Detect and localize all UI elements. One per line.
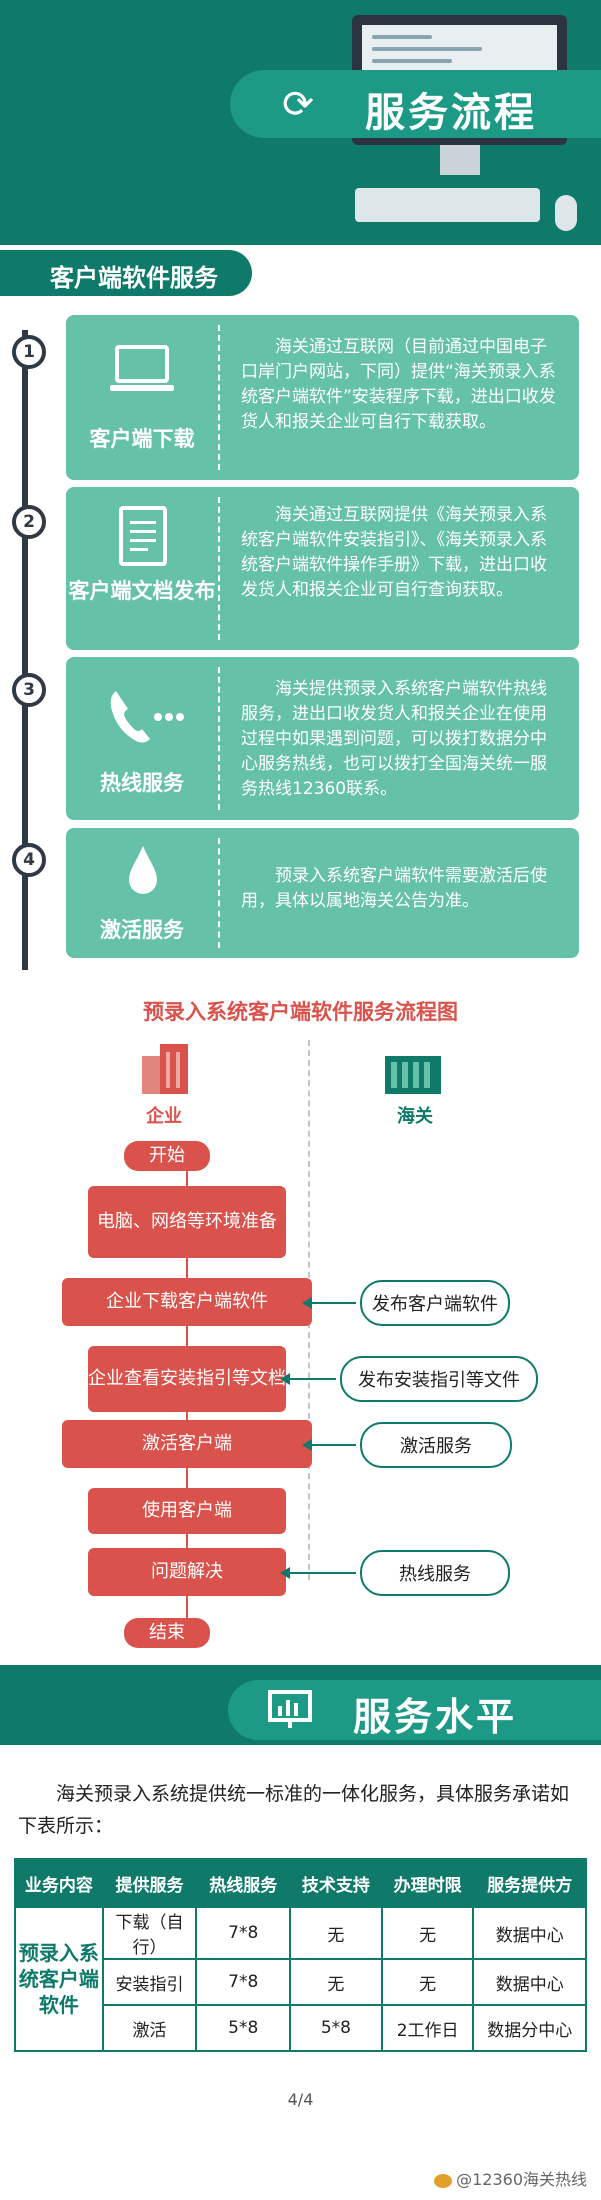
customs-label: 海关: [397, 1106, 433, 1127]
table-cell: 7*8: [195, 1958, 292, 2006]
section-tab-label: 客户端软件服务: [50, 264, 218, 292]
flow-customs-step: 发布客户端软件: [360, 1280, 510, 1326]
service-card-download: 客户端下载 海关通过互联网（目前通过中国电子口岸门户网站，下同）提供“海关预录入…: [66, 315, 579, 480]
table-cell: 激活: [101, 2004, 198, 2052]
flow-step: 企业查看安装指引等文档: [88, 1346, 286, 1412]
card-divider: [218, 838, 220, 948]
card-description: 预录入系统客户端软件需要激活后使用，具体以属地海关公告为准。: [241, 866, 547, 911]
table-header-cell: 热线服务: [195, 1858, 292, 1908]
flow-customs-step: 热线服务: [360, 1550, 510, 1596]
service-card-activation: 激活服务 预录入系统客户端软件需要激活后使用，具体以属地海关公告为准。: [66, 828, 579, 958]
table-header-cell: 业务内容: [14, 1858, 104, 1908]
service-level-table: 业务内容 提供服务 热线服务 技术支持 办理时限 服务提供方 预录入系统客户端软…: [14, 1858, 587, 2052]
card-label: 热线服务: [100, 771, 184, 795]
table-cell: 无: [289, 1906, 383, 1960]
card-divider: [218, 497, 220, 640]
flow-step: 激活客户端: [62, 1420, 312, 1468]
mouse-illustration: [555, 195, 577, 231]
step-number: 2: [12, 505, 46, 539]
flow-title: 预录入系统客户端软件服务流程图: [143, 1000, 458, 1024]
timeline-line: [22, 330, 28, 970]
table-row: 预录入系统客户端软件 下载（自行） 7*8 无 无 数据中心: [14, 1906, 587, 2052]
table-cell: 无: [380, 1958, 475, 2006]
table-header-cell: 提供服务: [101, 1858, 198, 1908]
table-row-head: 预录入系统客户端软件: [14, 1906, 104, 2052]
card-description: 海关提供预录入系统客户端软件热线服务，进出口收发货人和报关企业在使用过程中如果遇…: [241, 679, 547, 799]
enterprise-building-icon: [142, 1044, 188, 1094]
flow-arrow: [280, 1567, 356, 1579]
table-row: 激活 5*8 5*8 2工作日 数据分中心: [15, 2004, 587, 2052]
service-card-docs: 客户端文档发布 海关通过互联网提供《海关预录入系统客户端软件安装指引》、《海关预…: [66, 487, 579, 650]
flow-end: 结束: [124, 1618, 210, 1648]
table-cell: 数据中心: [472, 1906, 587, 1960]
card-description: 海关通过互联网（目前通过中国电子口岸门户网站，下同）提供“海关预录入系统客户端软…: [241, 337, 556, 432]
flow-arrow: [302, 1297, 356, 1309]
card-divider: [218, 667, 220, 810]
step-number: 4: [12, 843, 46, 877]
table-header-cell: 服务提供方: [472, 1858, 587, 1908]
service-card-hotline: 热线服务 海关提供预录入系统客户端软件热线服务，进出口收发货人和报关企业在使用过…: [66, 657, 579, 820]
card-label: 客户端文档发布: [68, 579, 216, 603]
keyboard-illustration: [355, 188, 540, 222]
drop-icon: [129, 846, 157, 894]
flow-arrow: [280, 1373, 336, 1385]
phone-icon: [110, 691, 184, 743]
table-cell: 2工作日: [380, 2004, 475, 2052]
section2-ribbon: 服务水平: [228, 1680, 601, 1740]
table-cell: 数据分中心: [472, 2004, 587, 2052]
title-ribbon: ⟳ 服务流程: [230, 70, 601, 138]
watermark-text: @12360海关热线: [456, 2170, 587, 2189]
step-number: 3: [12, 673, 46, 707]
flow-step: 问题解决: [88, 1548, 286, 1596]
flow-step: 使用客户端: [88, 1488, 286, 1534]
table-header-cell: 技术支持: [289, 1858, 383, 1908]
table-cell: 无: [380, 1906, 475, 1960]
page-indicator: 4/4: [287, 2090, 314, 2109]
enterprise-label: 企业: [146, 1106, 182, 1127]
section2-title: 服务水平: [353, 1695, 518, 1739]
table-cell: 无: [289, 1958, 383, 2006]
flow-start: 开始: [124, 1141, 210, 1171]
flow-step: 电脑、网络等环境准备: [88, 1186, 286, 1258]
flow-customs-step: 激活服务: [360, 1422, 512, 1468]
table-row: 安装指引 7*8 无 无 数据中心: [15, 1958, 587, 2006]
section2-intro: 海关预录入系统提供统一标准的一体化服务，具体服务承诺如下表所示：: [18, 1783, 570, 1837]
monitor-stand: [440, 145, 480, 175]
page-title: 服务流程: [365, 90, 537, 136]
flow-customs-step: 发布安装指引等文件: [340, 1356, 538, 1402]
laptop-icon: [110, 345, 174, 391]
flow-step: 企业下载客户端软件: [62, 1278, 312, 1326]
customs-building-icon: [385, 1056, 441, 1094]
document-icon: [119, 506, 167, 566]
weibo-icon: [434, 2173, 453, 2188]
table-cell: 5*8: [289, 2004, 383, 2052]
card-label: 激活服务: [100, 918, 184, 942]
section-tab: 客户端软件服务: [0, 250, 252, 296]
table-cell: 下载（自行）: [101, 1906, 198, 1960]
table-header-row: 业务内容 提供服务 热线服务 技术支持 办理时限 服务提供方: [14, 1858, 587, 1908]
table-cell: 安装指引: [101, 1958, 198, 2006]
table-cell: 数据中心: [472, 1958, 587, 2006]
table-header-cell: 办理时限: [380, 1858, 475, 1908]
card-description: 海关通过互联网提供《海关预录入系统客户端软件安装指引》、《海关预录入系统客户端软…: [241, 505, 547, 600]
card-label: 客户端下载: [89, 427, 195, 451]
refresh-icon: ⟳: [282, 82, 314, 126]
card-divider: [218, 325, 220, 470]
flow-arrow: [302, 1439, 356, 1451]
chart-board-icon: [268, 1690, 312, 1728]
table-cell: 7*8: [195, 1906, 292, 1960]
table-cell: 5*8: [195, 2004, 292, 2052]
step-number: 1: [12, 335, 46, 369]
watermark: @12360海关热线: [434, 2166, 587, 2190]
